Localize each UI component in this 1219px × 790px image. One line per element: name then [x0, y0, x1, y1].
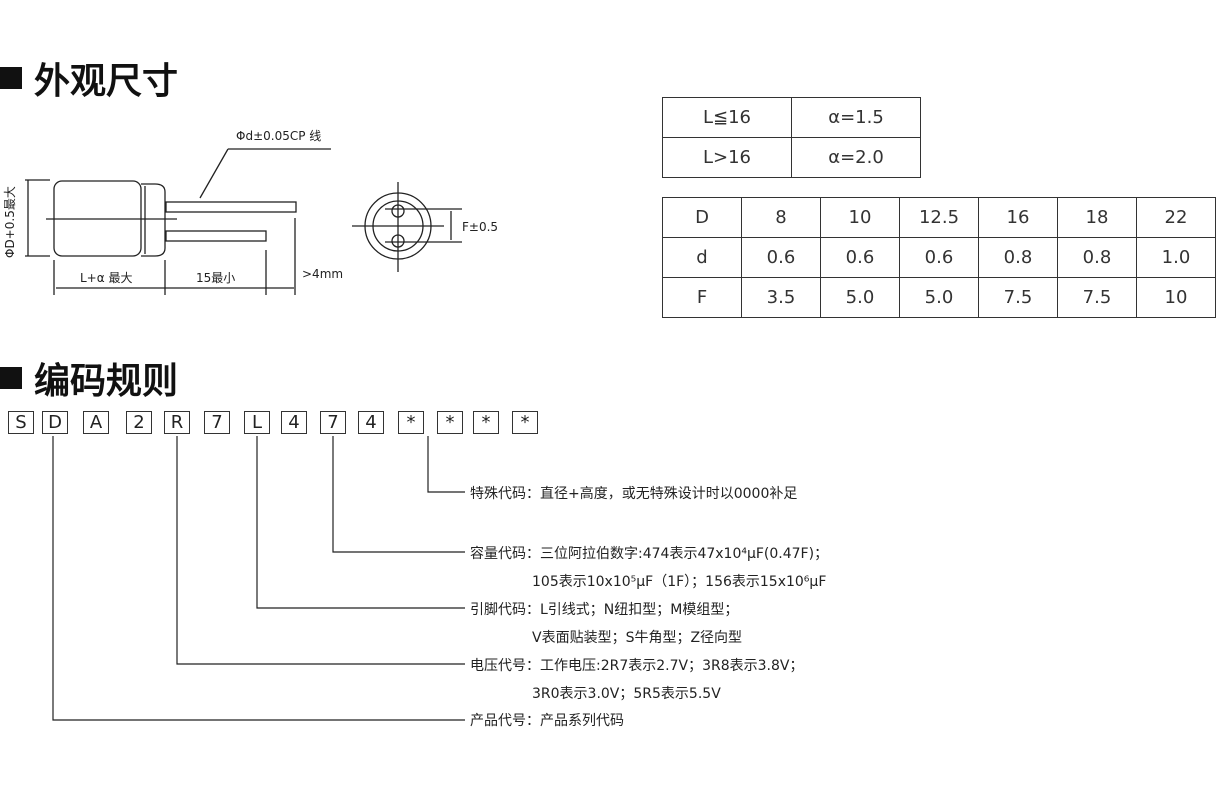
section-title-dimensions: 外观尺寸	[0, 52, 178, 104]
section-title-coding: 编码规则	[0, 352, 178, 404]
title-text: 编码规则	[34, 361, 179, 402]
code-char-box: *	[437, 411, 463, 434]
desc-text: L引线式；N纽扣型；M模组型；	[540, 602, 739, 618]
code-char-box: 4	[358, 411, 384, 434]
cell: α=2.0	[791, 137, 921, 178]
desc-product: 产品代号：产品系列代码	[470, 707, 624, 735]
cell: 7.5	[978, 277, 1058, 318]
desc-label: 电压代号：	[470, 658, 540, 674]
desc-label: 产品代号：	[470, 713, 540, 729]
cell: 3.5	[741, 277, 821, 318]
desc-pin: 引脚代码：L引线式；N纽扣型；M模组型； V表面贴装型；S牛角型；Z径向型	[470, 596, 742, 652]
desc-text: 工作电压:2R7表示2.7V；3R8表示3.8V；	[540, 658, 804, 674]
square-bullet-icon	[0, 367, 22, 389]
desc-label: 容量代码：	[470, 546, 540, 562]
length-label: L+α 最大	[80, 271, 132, 285]
cell: 10	[820, 197, 900, 238]
desc-label: 特殊代码：	[470, 486, 540, 502]
code-char-box: S	[8, 411, 34, 434]
cell: 10	[1136, 277, 1216, 318]
title-text: 外观尺寸	[34, 61, 179, 102]
lead-label: Φd±0.05CP 线	[236, 129, 321, 143]
cell: 12.5	[899, 197, 979, 238]
desc-text: V表面贴装型；S牛角型；Z径向型	[532, 630, 743, 646]
desc-text: 三位阿拉伯数字:474表示47x10⁴μF(0.47F)；	[540, 546, 829, 562]
desc-text: 直径+高度，或无特殊设计时以0000补足	[540, 486, 798, 502]
lead-length-label: 15最小	[196, 271, 235, 285]
code-char-box: R	[164, 411, 190, 434]
code-char-box: 4	[281, 411, 307, 434]
cell: α=1.5	[791, 97, 921, 138]
cell: 18	[1057, 197, 1137, 238]
square-bullet-icon	[0, 67, 22, 89]
cell: D	[662, 197, 742, 238]
desc-text: 产品系列代码	[540, 713, 624, 729]
desc-special: 特殊代码：直径+高度，或无特殊设计时以0000补足	[470, 480, 797, 508]
cell: 22	[1136, 197, 1216, 238]
cell: 1.0	[1136, 237, 1216, 278]
capacitor-drawing: Φd±0.05CP 线 ΦD+0.5最大 L+α 最大 15最小 >4mm F±…	[3, 129, 498, 295]
code-char-box: 2	[126, 411, 152, 434]
desc-label: 引脚代码：	[470, 602, 540, 618]
code-char-box: *	[398, 411, 424, 434]
desc-capacity: 容量代码：三位阿拉伯数字:474表示47x10⁴μF(0.47F)； 105表示1…	[470, 540, 828, 596]
desc-text: 105表示10x10⁵μF（1F）；156表示15x10⁶μF	[532, 574, 827, 590]
cell: 16	[978, 197, 1058, 238]
pitch-label: F±0.5	[462, 220, 498, 234]
cell: 0.6	[741, 237, 821, 278]
gap-label: >4mm	[302, 267, 343, 281]
cell: 8	[741, 197, 821, 238]
code-char-box: *	[512, 411, 538, 434]
code-char-box: 7	[204, 411, 230, 434]
cell: 7.5	[1057, 277, 1137, 318]
code-char-box: A	[83, 411, 109, 434]
code-char-box: 7	[320, 411, 346, 434]
desc-text: 3R0表示3.0V；5R5表示5.5V	[532, 686, 721, 702]
code-char-box: D	[42, 411, 68, 434]
diameter-label: ΦD+0.5最大	[3, 186, 17, 258]
cell: L>16	[662, 137, 792, 178]
desc-voltage: 电压代号：工作电压:2R7表示2.7V；3R8表示3.8V； 3R0表示3.0V；…	[470, 652, 803, 708]
code-char-box: *	[473, 411, 499, 434]
code-char-box: L	[244, 411, 270, 434]
cell: 0.6	[899, 237, 979, 278]
